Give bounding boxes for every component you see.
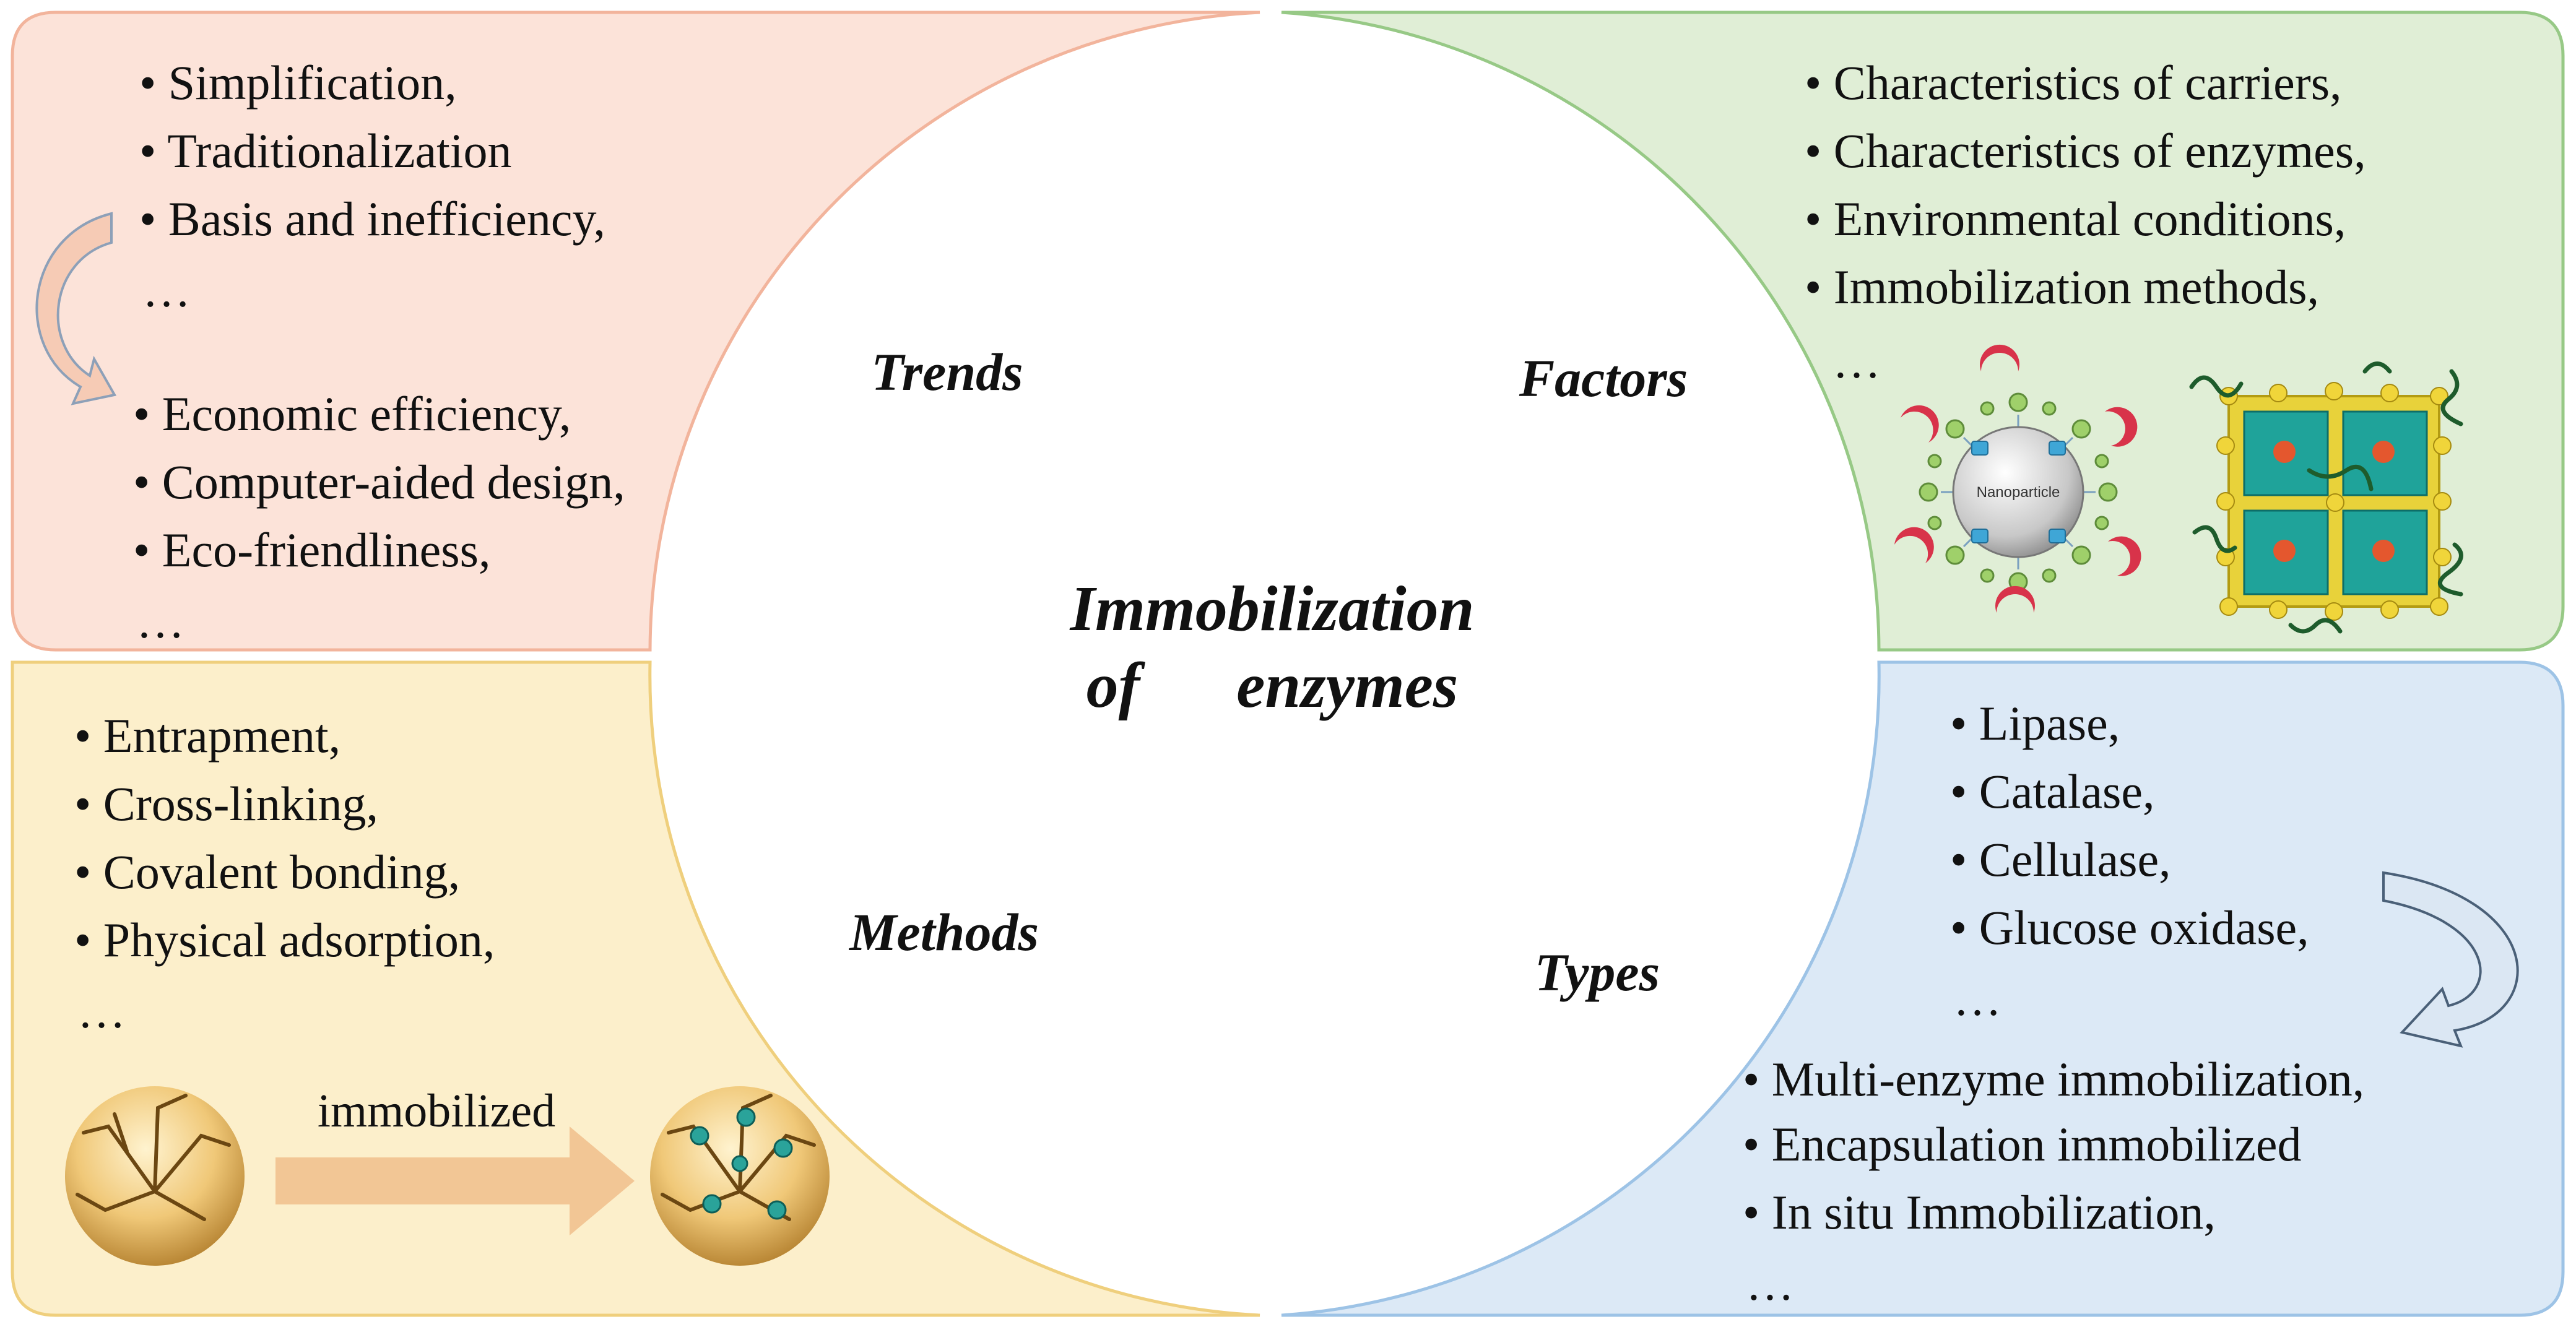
list-item: • Eco-friendliness,: [133, 523, 490, 577]
enzyme-framework-icon: [2189, 361, 2463, 634]
methods-list: • Entrapment, • Cross-linking, • Covalen…: [74, 709, 495, 1038]
methods-label: Methods: [848, 902, 1039, 962]
porous-sphere-immobilized-icon: [650, 1086, 830, 1266]
types-panel: [1281, 660, 2565, 1317]
curved-arrow-icon: [2382, 871, 2519, 1048]
trends-old-list: • Simplification, • Traditionalization •…: [139, 56, 605, 317]
center-title-line2: of enzymes: [1086, 650, 1459, 721]
list-item: • Catalase,: [1950, 764, 2155, 818]
nanoparticle-icon: Nanoparticle: [1894, 344, 2141, 613]
trends-panel: [11, 11, 1260, 652]
list-item: …: [1832, 334, 1881, 388]
factors-label: Factors: [1519, 348, 1688, 408]
list-item: • Economic efficiency,: [133, 387, 571, 441]
list-item: …: [1953, 972, 2001, 1026]
list-item: • Lipase,: [1950, 696, 2120, 750]
curved-arrow-icon: [35, 212, 117, 405]
list-item: …: [142, 263, 191, 317]
list-item: • Encapsulation immobilized: [1743, 1117, 2301, 1171]
right-arrow-icon: [275, 1126, 635, 1235]
trends-new-list: • Economic efficiency, • Computer-aided …: [133, 387, 625, 648]
center-title-line1: Immobilization: [1069, 573, 1474, 644]
center-disc: [988, 373, 1556, 941]
list-item: • Covalent bonding,: [74, 845, 460, 899]
list-item: • Environmental conditions,: [1805, 192, 2346, 246]
types-list: • Lipase, • Catalase, • Cellulase, • Glu…: [1950, 696, 2309, 1026]
trends-label: Trends: [871, 342, 1023, 402]
list-item: • Glucose oxidase,: [1950, 901, 2309, 954]
list-item: • Characteristics of enzymes,: [1805, 124, 2366, 178]
list-item: …: [136, 594, 184, 648]
factors-list: • Characteristics of carriers, • Charact…: [1805, 56, 2366, 388]
types-advanced-list: • Multi-enzyme immobilization, • Encapsu…: [1743, 1052, 2364, 1310]
list-item: • Entrapment,: [74, 709, 340, 763]
list-item: • Simplification,: [139, 56, 457, 110]
list-item: • In situ Immobilization,: [1743, 1185, 2216, 1239]
list-item: • Traditionalization: [139, 124, 511, 178]
arrow-label: immobilized: [318, 1085, 555, 1137]
porous-sphere-icon: [65, 1086, 245, 1266]
list-item: • Basis and inefficiency,: [139, 192, 605, 246]
list-item: • Cellulase,: [1950, 832, 2171, 886]
list-item: …: [77, 984, 126, 1038]
list-item: • Characteristics of carriers,: [1805, 56, 2342, 110]
list-item: • Computer-aided design,: [133, 455, 625, 509]
list-item: • Cross-linking,: [74, 777, 378, 831]
types-label: Types: [1535, 943, 1660, 1002]
nanoparticle-label: Nanoparticle: [1977, 484, 2060, 501]
list-item: • Physical adsorption,: [74, 913, 495, 967]
list-item: …: [1746, 1256, 1794, 1310]
methods-panel: [11, 660, 1260, 1317]
list-item: • Immobilization methods,: [1805, 260, 2319, 314]
list-item: • Multi-enzyme immobilization,: [1743, 1052, 2364, 1106]
